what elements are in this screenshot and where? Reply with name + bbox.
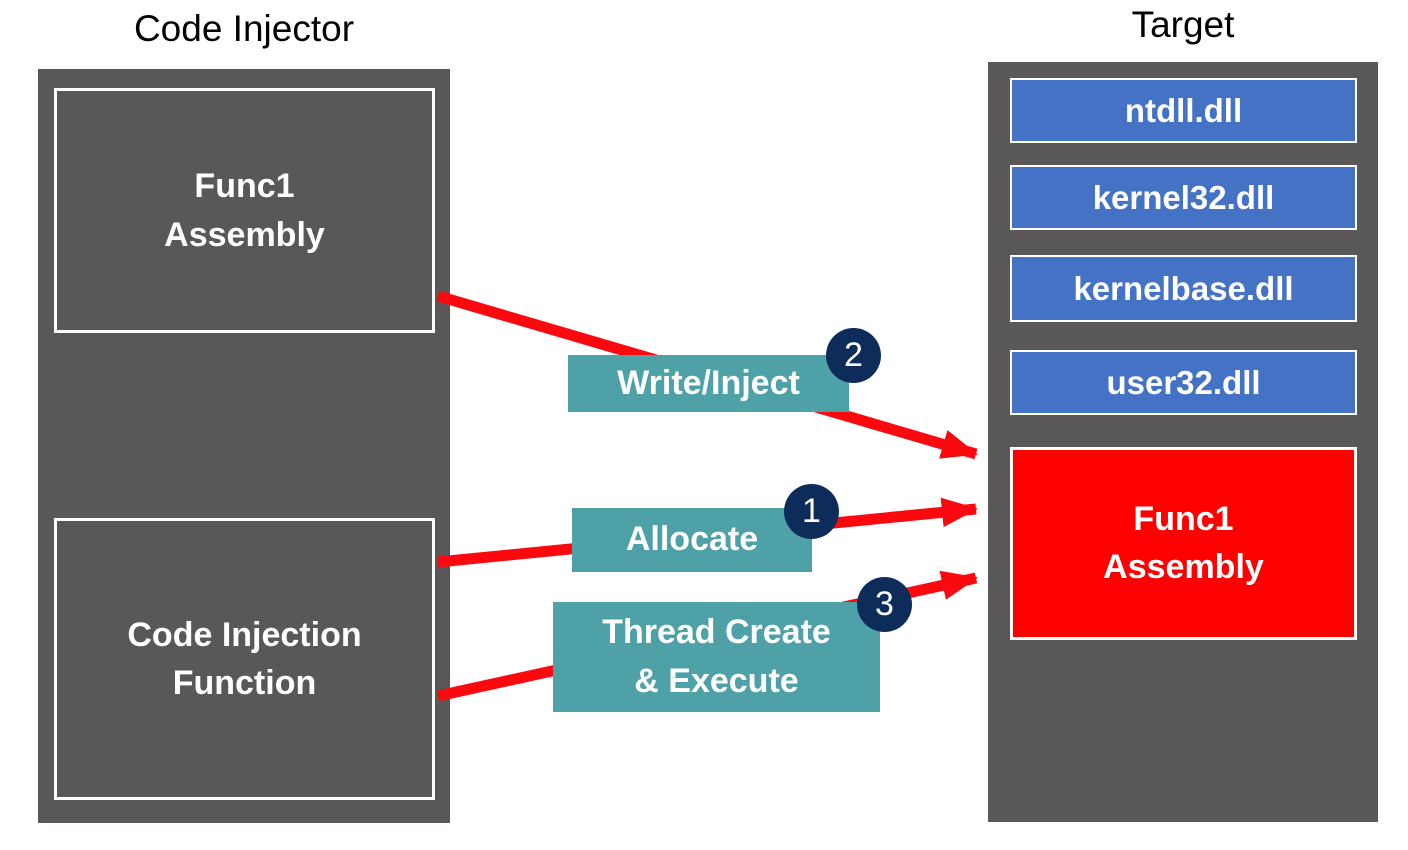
target-panel-title: Target (1131, 4, 1235, 45)
dll-box-ntdll: ntdll.dll (1010, 78, 1357, 143)
step-badge-2: 2 (826, 328, 881, 383)
step-badge-1: 1 (784, 484, 839, 539)
step-label-thread-create-execute: Thread Create & Execute (553, 602, 880, 712)
injected-func1-assembly-box: Func1 Assembly (1010, 447, 1357, 640)
step-label-allocate: Allocate (572, 508, 812, 572)
step-badge-3: 3 (857, 577, 912, 632)
step-label-write-inject: Write/Inject (568, 355, 849, 412)
dll-box-kernel32: kernel32.dll (1010, 165, 1357, 230)
injector-process-panel (38, 69, 450, 823)
dll-box-kernelbase: kernelbase.dll (1010, 255, 1357, 322)
dll-box-user32: user32.dll (1010, 350, 1357, 415)
injector-panel-title: Code Injector (133, 8, 355, 49)
func1-assembly-source-box: Func1 Assembly (54, 88, 435, 333)
code-injection-function-box: Code Injection Function (54, 518, 435, 800)
